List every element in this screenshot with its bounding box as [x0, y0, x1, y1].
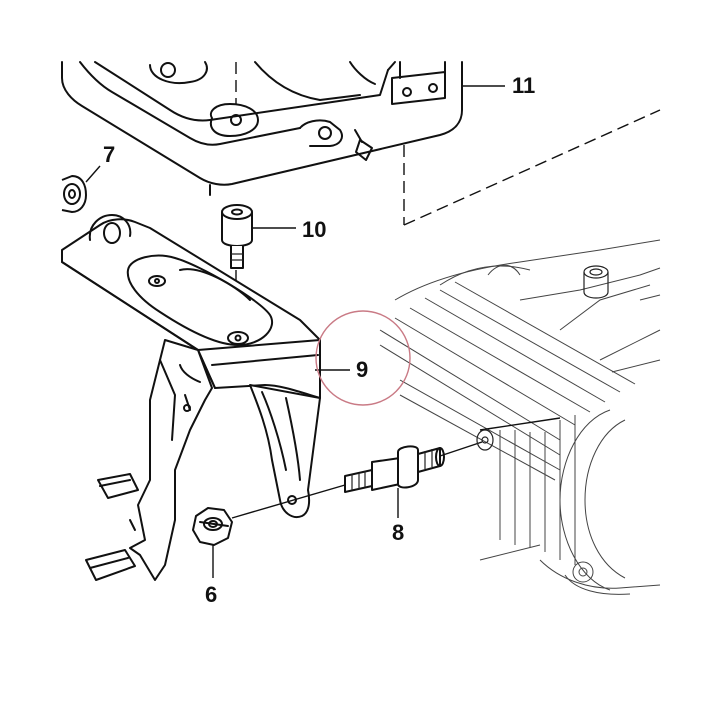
callout-8: 8	[392, 520, 404, 545]
leader-lines	[85, 85, 505, 578]
callout-7: 7	[103, 142, 115, 167]
hex-nut-part	[192, 507, 233, 546]
side-fastener-part	[61, 175, 87, 213]
lower-bracket-part	[61, 214, 321, 581]
callout-9: 9	[356, 357, 368, 382]
assembly-lines	[231, 417, 561, 519]
callout-6: 6	[205, 582, 217, 607]
callout-11: 11	[512, 73, 535, 98]
engine-block	[379, 239, 661, 595]
rubber-mount-part	[221, 204, 253, 269]
callout-10: 10	[302, 217, 326, 242]
upper-frame-part	[61, 61, 463, 196]
frame-outline-dashed	[403, 109, 661, 226]
stud-bolt-part	[344, 445, 445, 493]
engine-boss	[583, 265, 609, 299]
highlight-circle	[315, 310, 411, 406]
